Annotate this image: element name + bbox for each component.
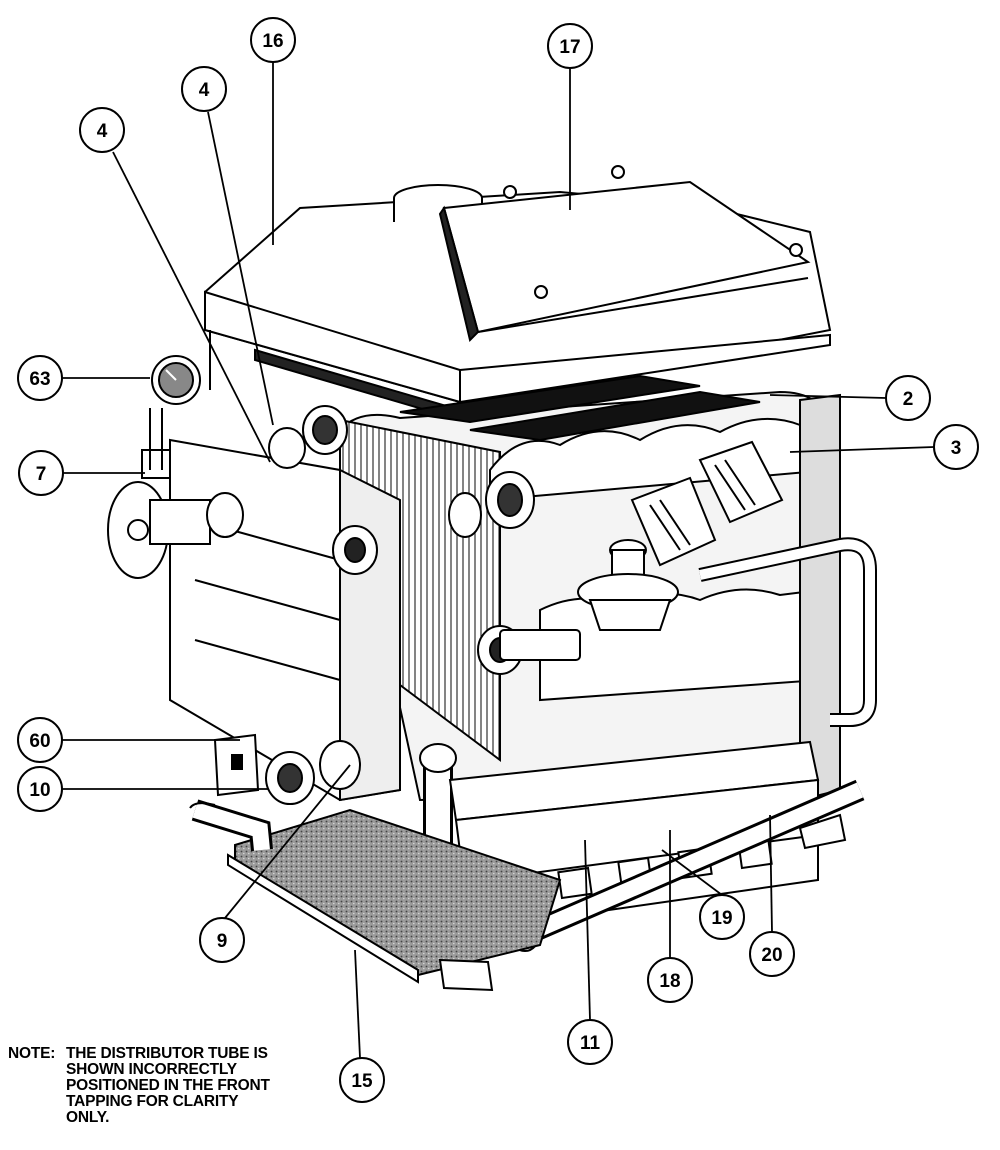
callout-4-upper: 4 bbox=[181, 66, 227, 112]
svg-text:9: 9 bbox=[217, 931, 228, 952]
svg-text:19: 19 bbox=[711, 908, 732, 929]
svg-text:16: 16 bbox=[262, 31, 283, 52]
callout-63: 63 bbox=[17, 355, 63, 401]
callout-11: 11 bbox=[567, 1019, 613, 1065]
callout-18: 18 bbox=[647, 957, 693, 1003]
note-line: THE DISTRIBUTOR TUBE IS bbox=[66, 1045, 268, 1062]
svg-text:15: 15 bbox=[351, 1071, 373, 1092]
callout-10: 10 bbox=[17, 766, 63, 812]
callout-4-lower: 4 bbox=[79, 107, 125, 153]
note-line: ONLY. bbox=[66, 1109, 110, 1126]
access-panel bbox=[438, 165, 811, 342]
callout-3: 3 bbox=[933, 424, 979, 470]
callout-19: 19 bbox=[699, 894, 745, 940]
svg-text:60: 60 bbox=[29, 731, 50, 752]
pressure-gauge bbox=[149, 355, 201, 470]
front-fittings bbox=[107, 449, 361, 852]
callout-20: 20 bbox=[749, 931, 795, 977]
svg-text:20: 20 bbox=[761, 945, 782, 966]
svg-text:10: 10 bbox=[29, 780, 50, 801]
svg-text:4: 4 bbox=[97, 121, 108, 142]
note-line: TAPPING FOR CLARITY bbox=[66, 1093, 239, 1110]
callout-60: 60 bbox=[17, 717, 63, 763]
callout-2: 2 bbox=[885, 375, 931, 421]
svg-text:17: 17 bbox=[559, 37, 580, 58]
svg-text:63: 63 bbox=[29, 369, 50, 390]
svg-text:3: 3 bbox=[951, 438, 962, 459]
svg-text:2: 2 bbox=[903, 389, 914, 410]
note-prefix: NOTE: bbox=[8, 1045, 56, 1062]
leader-lines bbox=[62, 62, 935, 1059]
callout-7: 7 bbox=[18, 450, 64, 496]
callout-16: 16 bbox=[250, 17, 296, 63]
callout-15: 15 bbox=[339, 1057, 385, 1103]
callout-9: 9 bbox=[199, 917, 245, 963]
svg-text:11: 11 bbox=[580, 1033, 601, 1054]
note-text: THE DISTRIBUTOR TUBE IS SHOWN INCORRECTL… bbox=[66, 1046, 326, 1126]
note-line: SHOWN INCORRECTLY bbox=[66, 1061, 237, 1078]
svg-text:18: 18 bbox=[659, 971, 680, 992]
svg-text:4: 4 bbox=[199, 80, 210, 101]
note-line: POSITIONED IN THE FRONT bbox=[66, 1077, 270, 1094]
base-frame bbox=[227, 808, 847, 992]
callout-17: 17 bbox=[547, 23, 593, 69]
svg-text:7: 7 bbox=[36, 464, 47, 485]
boiler-block bbox=[169, 374, 841, 802]
